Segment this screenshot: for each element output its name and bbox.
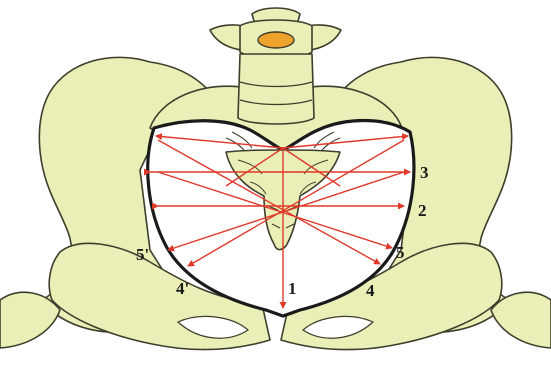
right-femur-head [491,292,551,348]
label-1: 1 [288,279,297,298]
vertebral-canal [258,32,294,48]
vertebral-body [238,54,314,124]
label-5: 5 [396,243,405,262]
label-2: 2 [418,201,427,220]
label-4-prime: 4' [176,279,189,298]
label-3: 3 [420,163,429,182]
label-4: 4 [366,281,375,300]
left-femur-head [0,292,60,348]
label-5-prime: 5' [136,245,149,264]
